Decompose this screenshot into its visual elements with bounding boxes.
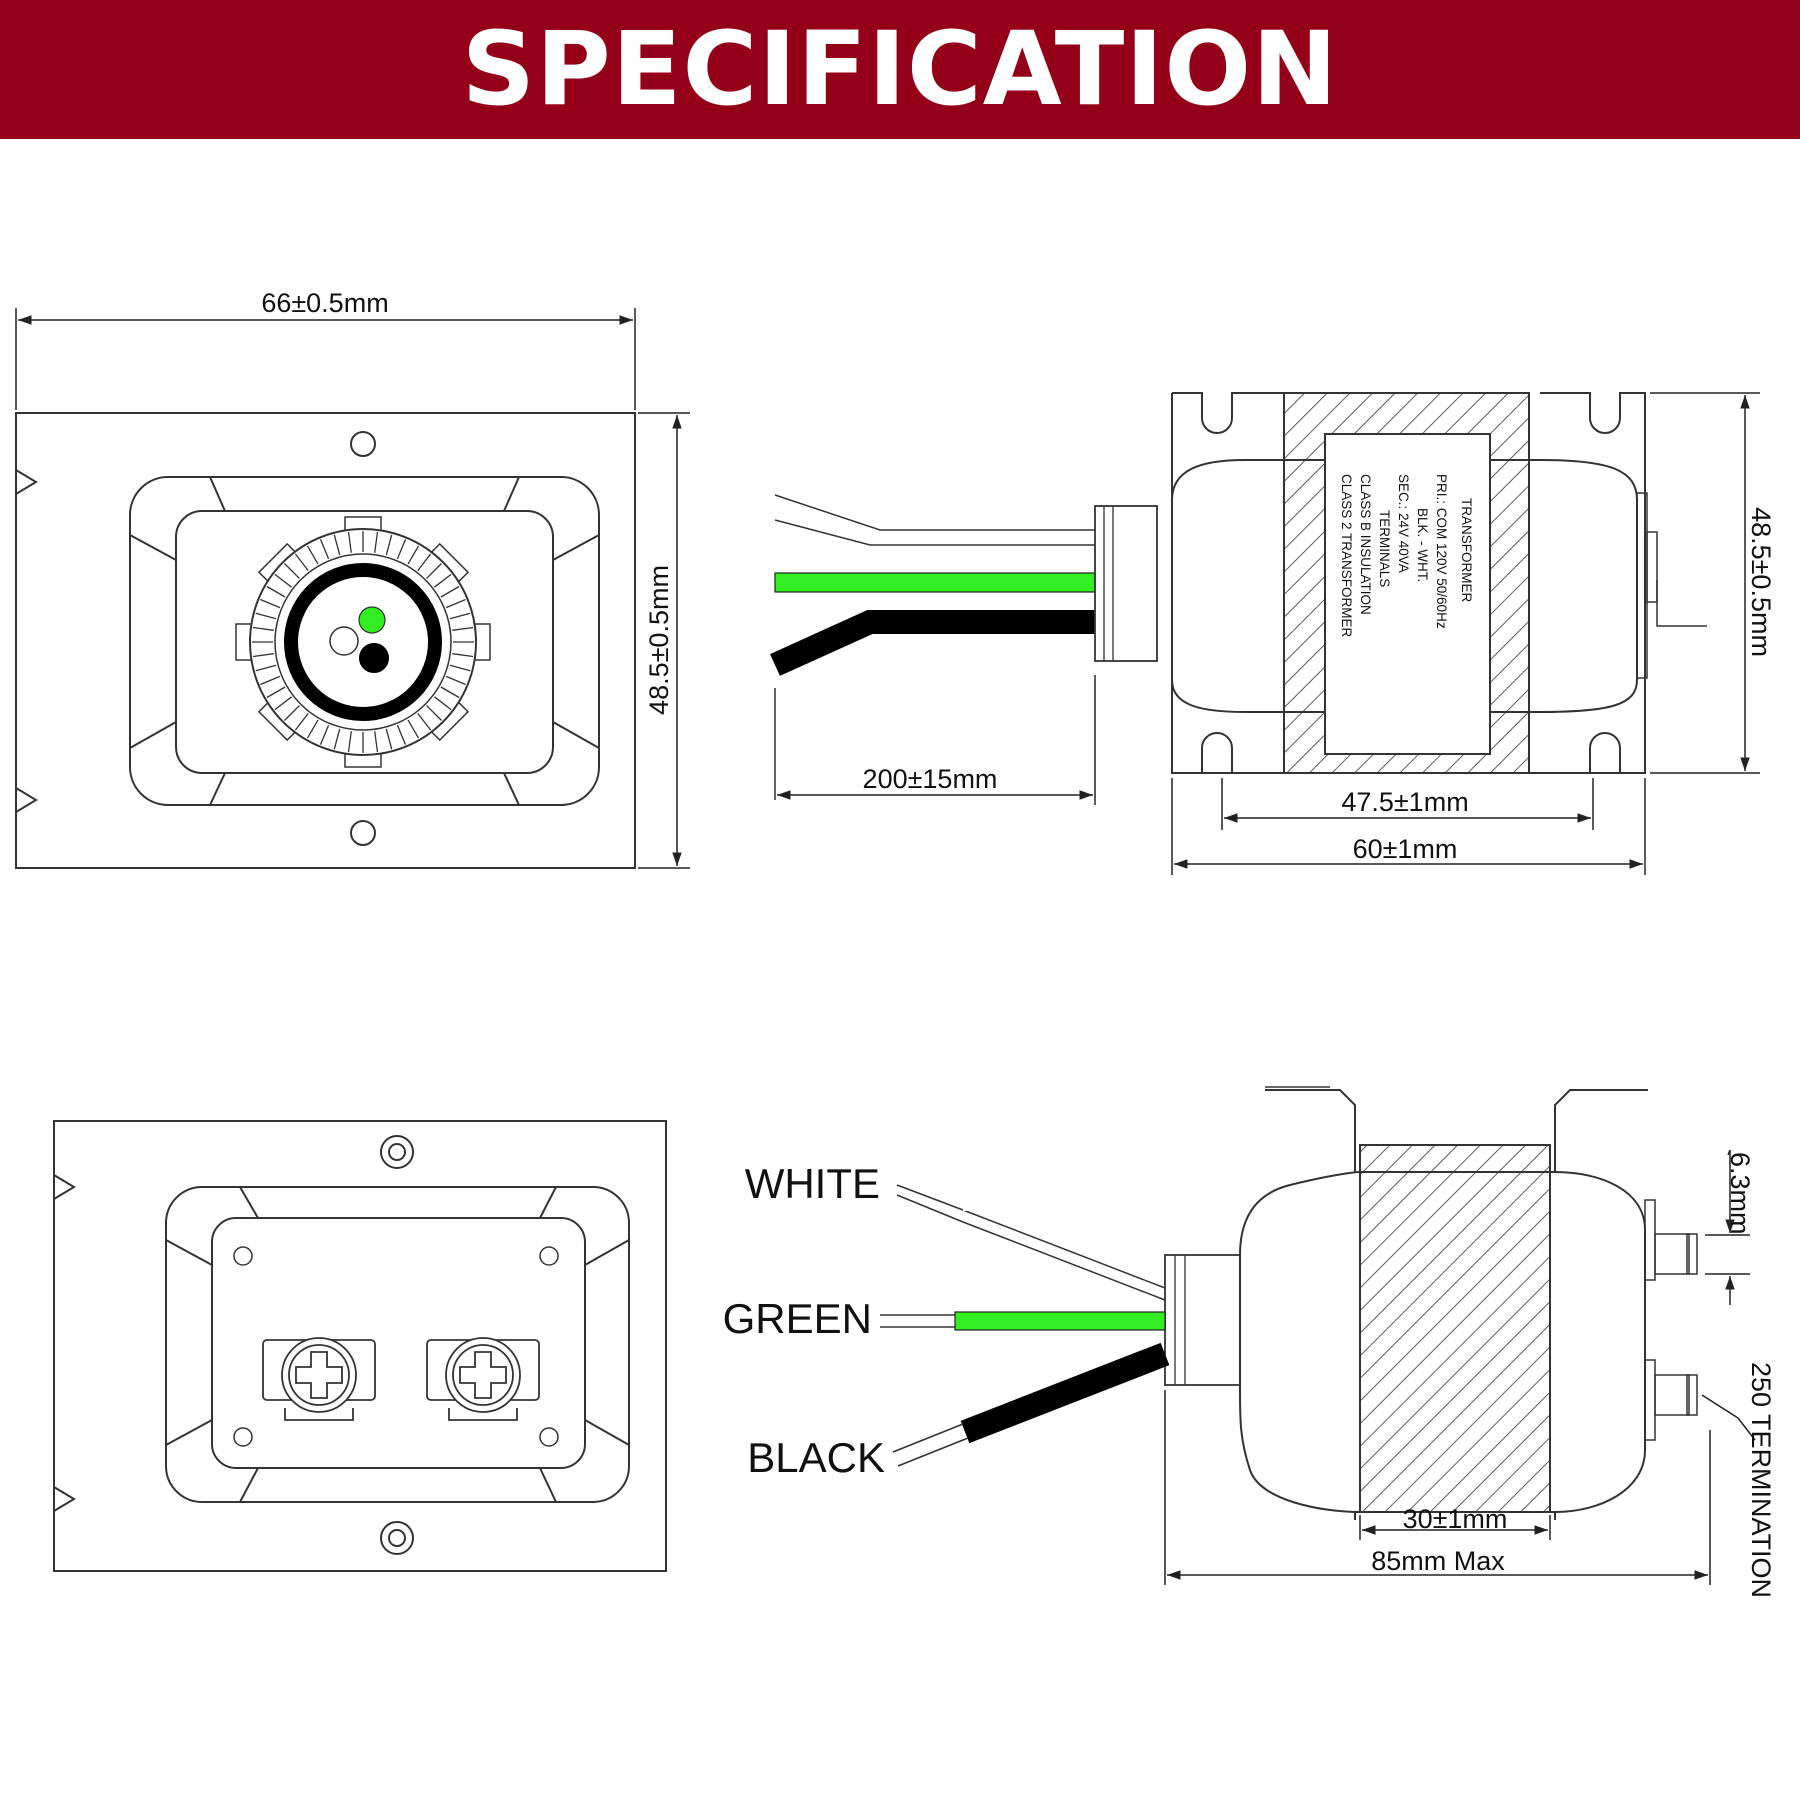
- header-banner: [0, 0, 1800, 139]
- gland-tooth: [407, 719, 420, 739]
- core-width-dim: 30±1mm: [1403, 1504, 1508, 1534]
- gland-tooth: [347, 731, 352, 753]
- gland-tooth: [374, 531, 379, 553]
- bottom-core: [1359, 1144, 1551, 1513]
- rear-bezel-outer: [165, 1186, 630, 1503]
- bottom-gland: [1164, 1254, 1241, 1386]
- wire-label-black: BLACK: [747, 1434, 885, 1481]
- gland-tooth: [440, 686, 460, 699]
- nameplate-line-1: TRANSFORMER: [1459, 498, 1474, 603]
- gland-tooth: [333, 534, 341, 556]
- gland-tooth: [306, 545, 319, 565]
- front-view: [15, 412, 636, 869]
- bottom-black-wire: [960, 1342, 1170, 1444]
- gland-tooth: [319, 724, 330, 745]
- gland-tooth: [284, 705, 300, 721]
- gland-tooth: [407, 545, 420, 565]
- gland-tooth: [440, 585, 460, 598]
- page-title: SPECIFICATION: [461, 10, 1339, 129]
- rear-view: [53, 1120, 667, 1572]
- green-wire: [774, 572, 1096, 593]
- gland-tooth: [306, 719, 319, 739]
- gland-tooth: [255, 664, 277, 672]
- nameplate-line-3: BLK. - WHT.: [1415, 508, 1430, 582]
- green-conductor: [358, 606, 386, 634]
- gland-tooth: [260, 675, 281, 686]
- front-plate: [15, 412, 636, 869]
- gland-tooth: [294, 553, 309, 571]
- gland-tooth: [434, 696, 452, 711]
- nameplate-line-7: CLASS 2 TRANSFORMER: [1339, 474, 1354, 638]
- wire-length-dim: 200±15mm: [863, 764, 998, 794]
- cable-gland: [284, 563, 442, 721]
- white-conductor: [329, 626, 359, 656]
- termination-label: 250 TERMINATION: [1746, 1362, 1776, 1598]
- wire-label-green: GREEN: [723, 1295, 872, 1342]
- gland-tooth: [294, 713, 309, 731]
- gland-tooth: [284, 563, 300, 579]
- nameplate: [1324, 433, 1491, 755]
- gland-tooth: [445, 598, 466, 609]
- nameplate-line-6: CLASS B INSULATION: [1358, 474, 1373, 615]
- side-view: [770, 392, 1707, 800]
- screw-terminal-left: [262, 1337, 376, 1421]
- base-width-dim: 60±1mm: [1353, 834, 1458, 864]
- gland-tooth: [266, 686, 286, 699]
- gland-tooth: [385, 534, 393, 556]
- mount-hole-bottom: [350, 820, 376, 846]
- gland-tooth: [396, 539, 407, 560]
- nameplate-text: TRANSFORMER PRI.: COM 120V 50/60Hz BLK. …: [1339, 474, 1474, 638]
- gland-tooth: [255, 612, 277, 620]
- bottom-green-wire: [954, 1311, 1166, 1331]
- gland-tooth: [417, 713, 432, 731]
- gland-tooth: [426, 705, 442, 721]
- overall-dim: 85mm Max: [1371, 1546, 1505, 1576]
- gland-tooth: [445, 675, 466, 686]
- side-height-dim: 48.5±0.5mm: [1746, 507, 1776, 657]
- black-wire: [770, 610, 1095, 676]
- gland-tooth: [252, 626, 274, 631]
- front-bezel-outer: [129, 476, 600, 806]
- gland-tooth: [426, 563, 442, 579]
- rear-bezel-inner: [211, 1217, 586, 1469]
- gland-tooth: [260, 598, 281, 609]
- mount-hole-top: [350, 431, 376, 457]
- nameplate-line-4: SEC.: 24V 40VA: [1396, 474, 1411, 573]
- body-width-dim: 47.5±1mm: [1341, 787, 1468, 817]
- gland-tooth: [449, 664, 471, 672]
- nameplate-line-2: PRI.: COM 120V 50/60Hz: [1434, 474, 1449, 629]
- gland-tooth: [333, 728, 341, 750]
- gland-tooth: [274, 696, 292, 711]
- gland-tooth: [252, 653, 274, 658]
- gland-tooth: [347, 531, 352, 553]
- gland-tooth: [452, 626, 474, 631]
- gland-tooth: [374, 731, 379, 753]
- gland-tooth: [434, 573, 452, 588]
- front-height-dim: 48.5±0.5mm: [644, 565, 674, 715]
- gland-tooth: [396, 724, 407, 745]
- gland-tooth: [449, 612, 471, 620]
- wire-label-white: WHITE: [745, 1160, 880, 1207]
- gland-tooth: [319, 539, 330, 560]
- nameplate-line-5: TERMINALS: [1377, 510, 1392, 587]
- gland-tooth: [266, 585, 286, 598]
- front-bezel-inner: [175, 510, 554, 774]
- gland-tooth: [274, 573, 292, 588]
- side-gland: [1094, 505, 1158, 662]
- front-width-dim: 66±0.5mm: [261, 288, 388, 318]
- gland-tooth: [452, 653, 474, 658]
- screw-terminal-right: [426, 1337, 540, 1421]
- bottom-side-view: [880, 1086, 1698, 1520]
- rear-plate: [53, 1120, 667, 1572]
- gland-tooth: [385, 728, 393, 750]
- black-conductor: [359, 643, 389, 673]
- terminal-spacing-dim: 6.3mm: [1725, 1152, 1755, 1235]
- gland-tooth: [417, 553, 432, 571]
